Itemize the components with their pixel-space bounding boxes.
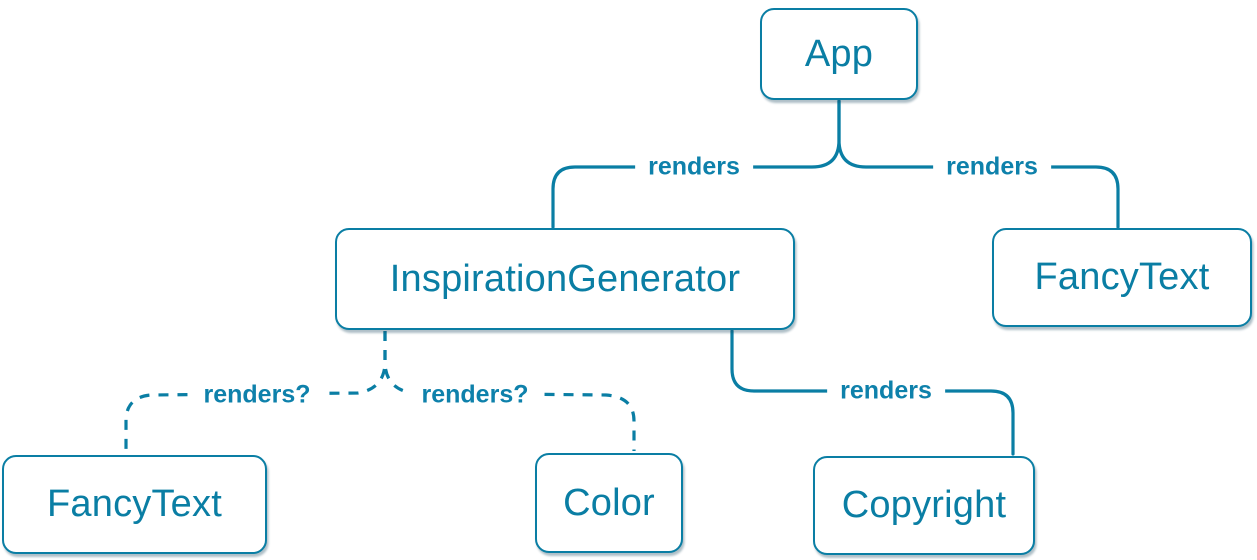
node-color: Color [535, 453, 683, 553]
node-copyright-label: Copyright [841, 484, 1007, 526]
node-copyright: Copyright [813, 456, 1035, 555]
node-inspiration-generator-label: InspirationGenerator [389, 257, 741, 300]
node-app: App [760, 8, 918, 100]
node-fancy-text-top-label: FancyText [1034, 256, 1210, 298]
edge-label-renders-right: renders [933, 152, 1051, 182]
edge-label-renders-copyright: renders [827, 376, 945, 406]
node-fancy-text-top: FancyText [992, 228, 1252, 327]
edge-label-renders-left: renders [635, 152, 753, 182]
node-inspiration-generator: InspirationGenerator [335, 228, 795, 330]
node-color-label: Color [563, 481, 655, 524]
node-app-label: App [804, 32, 874, 75]
node-fancy-text-bottom: FancyText [2, 455, 267, 554]
edge-label-renders-question-left: renders? [190, 380, 324, 410]
node-fancy-text-bottom-label: FancyText [47, 483, 222, 525]
edge-label-renders-question-right: renders? [408, 380, 542, 410]
